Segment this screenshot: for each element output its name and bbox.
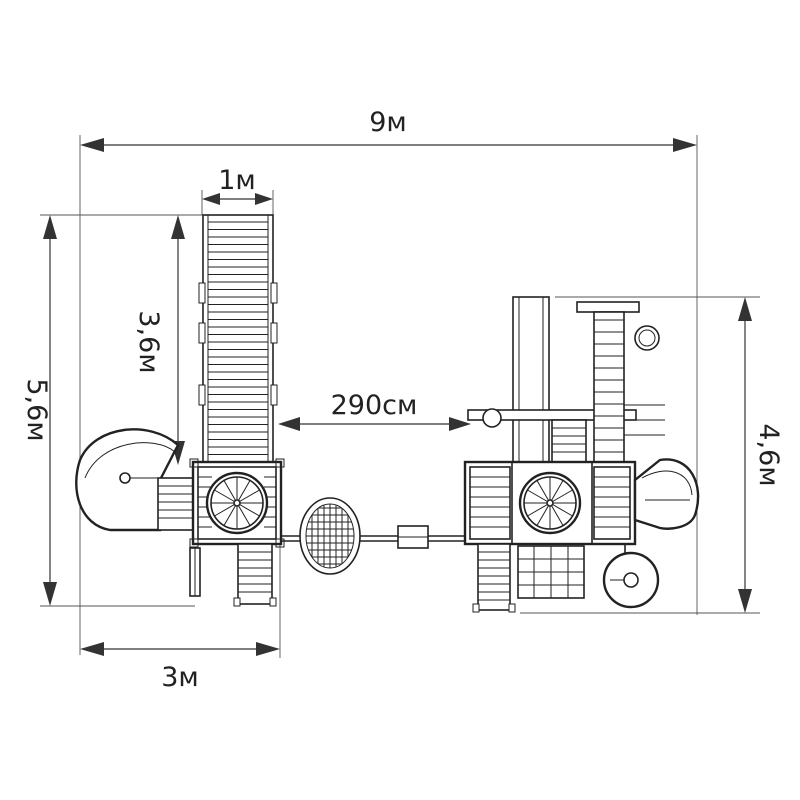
total-depth-label: 5,6м — [21, 378, 52, 441]
dimension-slide-width — [201, 190, 274, 215]
small-wheel-right — [634, 325, 660, 351]
total-width-label: 9м — [369, 107, 407, 138]
left-section-width-label: 3м — [161, 662, 199, 693]
panel-grid-right — [517, 545, 585, 599]
ladder-right — [472, 543, 516, 613]
tube-slide-right — [633, 458, 700, 530]
roof-wheel-right — [518, 471, 582, 535]
dimension-total-depth — [40, 214, 205, 607]
slide-width-label: 1м — [218, 165, 256, 196]
dimension-total-width — [79, 135, 698, 655]
net-climber — [299, 497, 361, 575]
dimension-right-section-depth — [520, 296, 760, 614]
dimension-slide-length — [171, 215, 185, 465]
dimension-gap — [278, 417, 471, 431]
spiral-tube-slide-left — [75, 428, 180, 532]
tube-connector-left — [157, 477, 195, 531]
spin-wheel-right — [602, 544, 660, 609]
climbing-wall-right — [551, 419, 587, 465]
roof-wheel-left — [205, 471, 269, 535]
wavy-slide-right — [512, 296, 550, 466]
ladder-left — [233, 543, 277, 607]
long-slide — [198, 214, 278, 466]
roof-beam-right — [467, 408, 637, 428]
pole-left — [189, 547, 201, 597]
right-section-depth-label: 4,6м — [753, 423, 784, 486]
gap-label: 290см — [331, 390, 418, 421]
dimension-left-section-width — [80, 540, 281, 658]
slide-length-label: 3,6м — [133, 310, 164, 373]
